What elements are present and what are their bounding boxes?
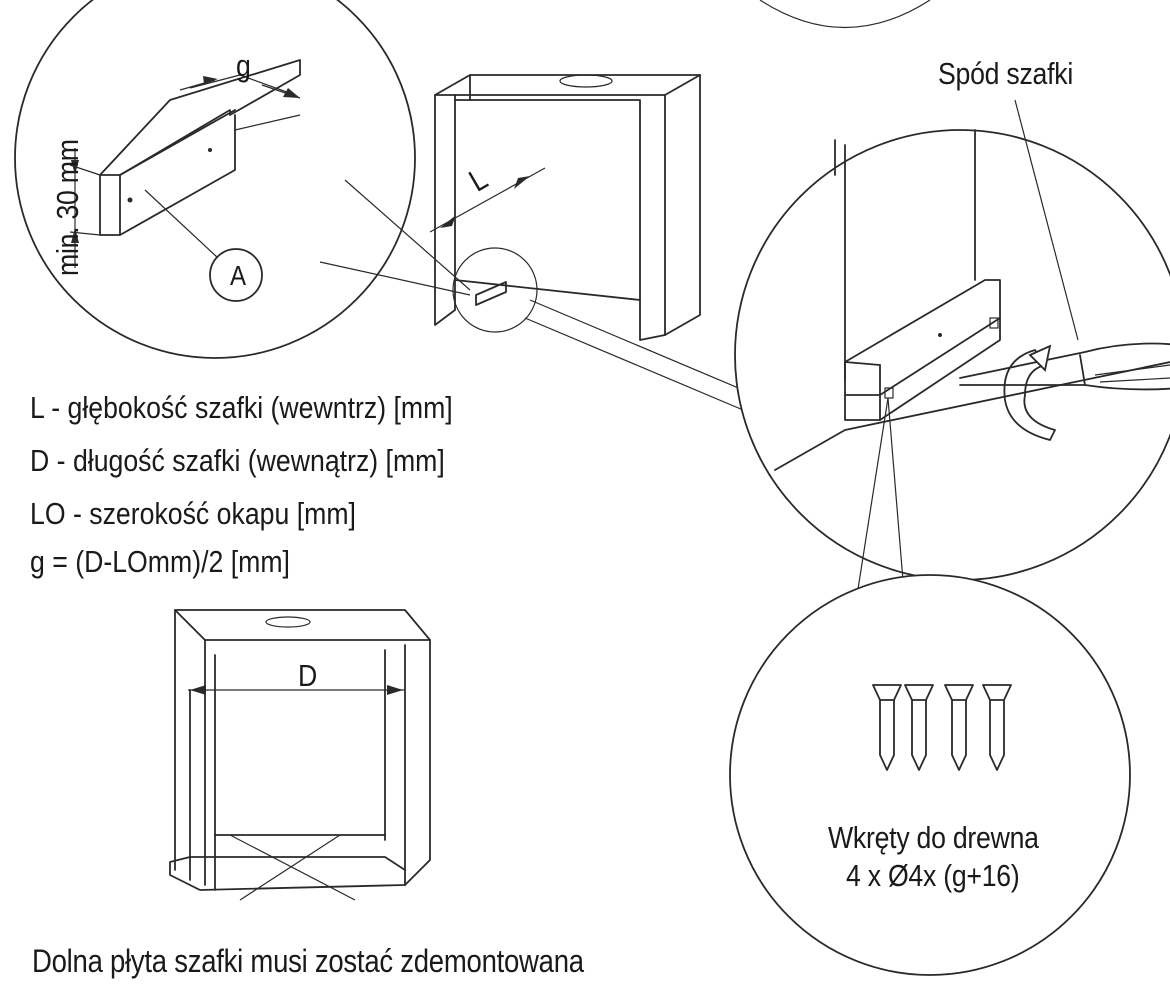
screw-4 xyxy=(982,684,1012,771)
label-width-d: D xyxy=(298,658,318,693)
cabinet-top xyxy=(429,74,701,341)
legend-item: LO - szerokość okapu [mm] xyxy=(30,496,356,531)
callout-a-circle xyxy=(209,248,263,302)
legend-item: D - długość szafki (wewnątrz) [mm] xyxy=(30,443,445,478)
label-min-height: min. 30 mm xyxy=(50,139,85,276)
label-g: g xyxy=(236,48,251,83)
label-cabinet-bottom: Spód szafki xyxy=(938,56,1073,91)
label-screws-title: Wkręty do drewna xyxy=(828,820,1039,855)
detail-circle-left xyxy=(14,0,416,359)
legend-item: g = (D-LOmm)/2 [mm] xyxy=(30,544,290,579)
cabinet-bottom xyxy=(169,609,431,901)
screwdriver xyxy=(959,342,1170,379)
partial-circle-top xyxy=(759,0,931,29)
screw-1 xyxy=(872,684,902,771)
detail-circle-right xyxy=(734,99,1170,581)
screw-3 xyxy=(944,684,974,771)
label-screws-spec: 4 x Ø4x (g+16) xyxy=(846,858,1020,893)
screw-2 xyxy=(904,684,934,771)
label-callout-a: A xyxy=(230,260,246,291)
screws-circle xyxy=(729,574,1131,976)
legend-item: L - głębokość szafki (wewntrz) [mm] xyxy=(30,390,453,425)
caption: Dolna płyta szafki musi zostać zdemontow… xyxy=(32,943,584,979)
